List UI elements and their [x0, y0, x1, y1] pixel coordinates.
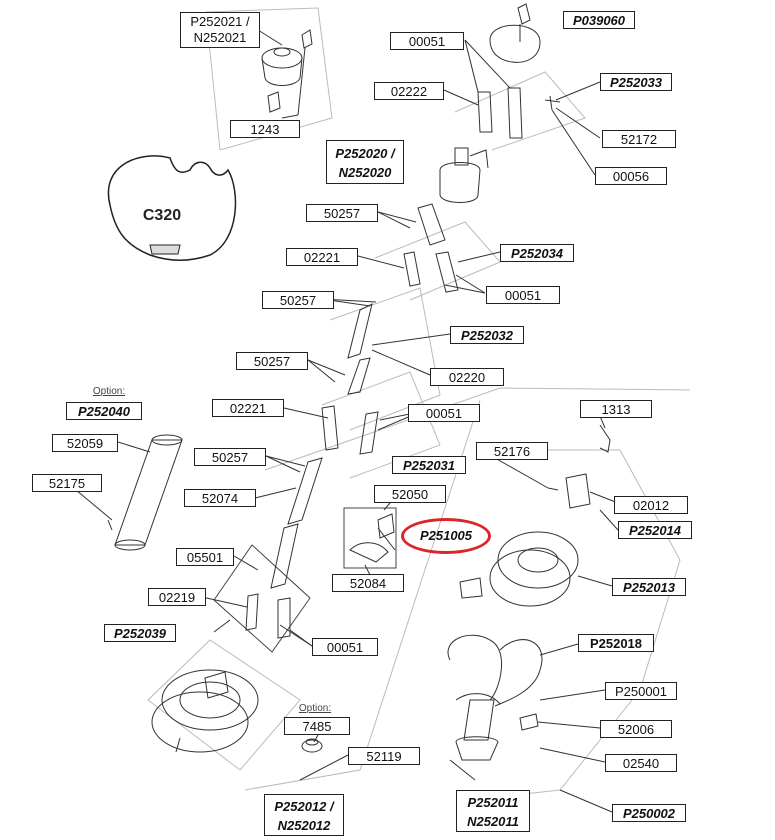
- assembly-label: P252034: [500, 244, 574, 262]
- part-label: 00051: [312, 638, 378, 656]
- part-label: 00051: [486, 286, 560, 304]
- highlighted-part-label[interactable]: P251005: [419, 528, 473, 543]
- option-note: Option:: [298, 703, 332, 714]
- assembly-label: P252033: [600, 73, 672, 91]
- part-label: 02220: [430, 368, 504, 386]
- part-label: P250001: [605, 682, 677, 700]
- assembly-label: P252020 / N252020: [326, 140, 404, 184]
- part-label: 1243: [230, 120, 300, 138]
- part-label: 52172: [602, 130, 676, 148]
- part-label: 50257: [262, 291, 334, 309]
- part-label: 05501: [176, 548, 234, 566]
- part-label: 00056: [595, 167, 667, 185]
- part-label: 50257: [306, 204, 378, 222]
- assembly-label: P252012 / N252012: [264, 794, 344, 836]
- part-label: 52175: [32, 474, 102, 492]
- part-label: 52084: [332, 574, 404, 592]
- part-label: 02221: [212, 399, 284, 417]
- part-label: 02540: [605, 754, 677, 772]
- part-label: 00051: [390, 32, 464, 50]
- assembly-label: P252032: [450, 326, 524, 344]
- highlight-ring: [401, 518, 491, 554]
- assembly-label: P250002: [612, 804, 686, 822]
- option-note: Option:: [92, 386, 126, 397]
- part-label: 52050: [374, 485, 446, 503]
- assembly-label: P252039: [104, 624, 176, 642]
- assembly-label: P252040: [66, 402, 142, 420]
- part-label: 02012: [614, 496, 688, 514]
- part-label: 7485: [284, 717, 350, 735]
- assembly-label: P252031: [392, 456, 466, 474]
- assembly-label: P252011 N252011: [456, 790, 530, 832]
- part-label: 50257: [236, 352, 308, 370]
- part-label: 00051: [408, 404, 480, 422]
- part-label: 50257: [194, 448, 266, 466]
- part-label: P252018: [578, 634, 654, 652]
- assembly-label: P039060: [563, 11, 635, 29]
- assembly-label: P252014: [618, 521, 692, 539]
- part-label: 02219: [148, 588, 206, 606]
- part-label: 52006: [600, 720, 672, 738]
- part-label: 02221: [286, 248, 358, 266]
- part-label: 1313: [580, 400, 652, 418]
- part-label: 02222: [374, 82, 444, 100]
- part-label: 52176: [476, 442, 548, 460]
- assembly-label: P252013: [612, 578, 686, 596]
- reel-label: C320: [143, 207, 181, 224]
- part-label: P252021 / N252021: [180, 12, 260, 48]
- part-label: 52074: [184, 489, 256, 507]
- part-label: 52119: [348, 747, 420, 765]
- part-label: 52059: [52, 434, 118, 452]
